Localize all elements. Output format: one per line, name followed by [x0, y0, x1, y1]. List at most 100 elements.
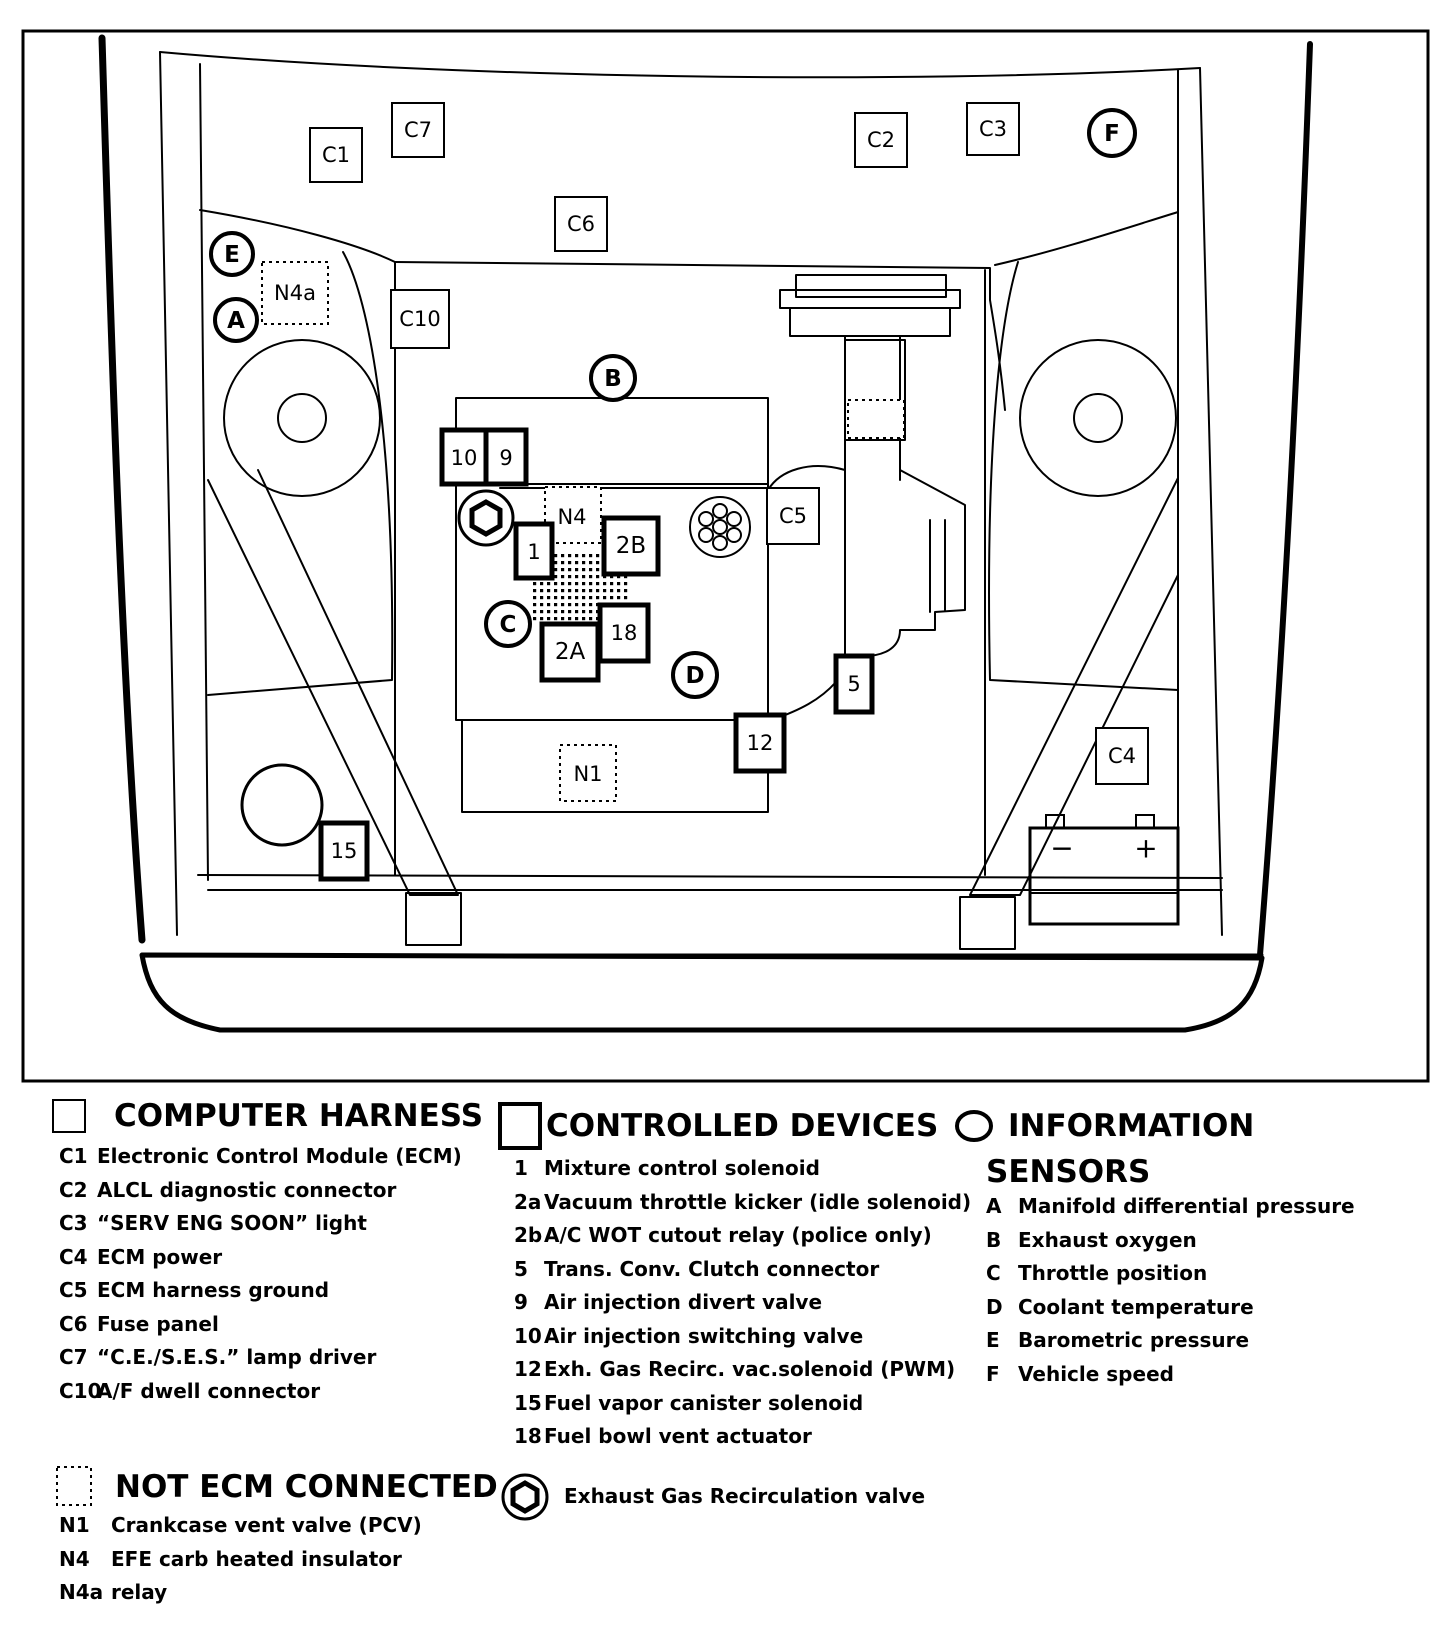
legend-item-text: Vacuum throttle kicker (idle solenoid): [544, 1189, 972, 1214]
thin-square-icon: [52, 1099, 86, 1133]
egr-valve-icon: [501, 1473, 549, 1521]
grommet-hole: [712, 519, 728, 535]
cowl-lower-edge: [199, 209, 396, 263]
label-N4: N4: [557, 505, 586, 529]
label-device-2A: 2A: [555, 639, 586, 665]
legend-item-code: D: [986, 1294, 1003, 1319]
box-C4: [1095, 727, 1149, 785]
legend-item-text: Crankcase vent valve (PCV): [111, 1513, 422, 1537]
legend-egr-text: Exhaust Gas Recirculation valve: [564, 1484, 926, 1509]
legend-item-code: A: [986, 1194, 1002, 1218]
legend-item: C5 ECM harness ground: [59, 1274, 483, 1308]
box-C3: [966, 102, 1020, 156]
legend-item-text: ECM harness ground: [97, 1278, 330, 1302]
box-device-2B: [601, 515, 661, 577]
legend-item-text: Air injection divert valve: [544, 1290, 823, 1314]
legend-item-code: C2: [59, 1177, 88, 1202]
diagram-frame: [21, 29, 1430, 1083]
legend-item: 2bA/C WOT cutout relay (police only): [514, 1219, 971, 1253]
label-C10: C10: [399, 307, 440, 331]
battery-neg-post: [1045, 814, 1065, 829]
label-device-9: 9: [499, 446, 512, 470]
thick-square-icon: [498, 1102, 542, 1150]
sensor-B: [589, 354, 637, 402]
label-sensor-B: B: [604, 366, 622, 392]
legend-item-code: N4a: [59, 1580, 104, 1604]
left-strut-tower-outer: [223, 339, 381, 497]
cowl-top-line: [159, 51, 1201, 79]
legend-item-code: 15: [514, 1390, 542, 1415]
distributor-housing: [844, 469, 966, 658]
legend-item-text: ALCL diagnostic connector: [97, 1177, 397, 1202]
battery: [1028, 826, 1180, 926]
legend-item-code: C6: [59, 1311, 88, 1336]
air-cleaner-body: [779, 289, 961, 309]
legend-item-code: C3: [59, 1211, 88, 1235]
legend-item-text: Electronic Control Module (ECM): [97, 1144, 462, 1168]
legend-item-text: relay: [111, 1580, 168, 1604]
legend-item-text: “C.E./S.E.S.” lamp driver: [97, 1345, 377, 1369]
grommet-hole: [726, 527, 742, 543]
right-strut-tower-inner: [1073, 393, 1123, 443]
legend-item-text: Fuse panel: [97, 1311, 219, 1336]
legend-item-text: Mixture control solenoid: [544, 1156, 820, 1180]
label-device-18: 18: [611, 621, 638, 645]
air-duct-elbow: [844, 339, 906, 441]
left-inner-upright-2: [199, 63, 209, 881]
legend-title-controlled-devices: CONTROLLED DEVICES: [546, 1108, 939, 1144]
legend-item-code: 10: [514, 1323, 542, 1348]
box-device-12: [733, 712, 787, 774]
legend-item-text: Vehicle speed: [1018, 1361, 1174, 1386]
label-device-1: 1: [527, 540, 540, 564]
left-brace-foot: [405, 892, 462, 946]
battery-pos-post: [1135, 814, 1155, 829]
vapor-canister: [240, 763, 324, 847]
legend-title-information-sensors-line2: SENSORS: [986, 1154, 1151, 1190]
sensor-E: [209, 231, 255, 277]
legend-item-text: Throttle position: [1018, 1261, 1208, 1285]
dotted-square-icon: [56, 1466, 92, 1506]
legend-item-text: EFE carb heated insulator: [111, 1546, 402, 1571]
legend-item-text: Fuel vapor canister solenoid: [544, 1390, 864, 1415]
box-N4a: [261, 261, 329, 325]
legend-item-code: 5: [514, 1256, 528, 1281]
box-N1: [559, 744, 617, 802]
box-C6: [554, 196, 608, 252]
right-inner-upright: [1199, 67, 1223, 936]
legend-item-code: C5: [59, 1278, 88, 1302]
box-device-2A: [539, 621, 601, 683]
box-device-15: [318, 820, 370, 882]
legend-item: C6 Fuse panel: [59, 1308, 483, 1342]
legend-item: N4a relay: [59, 1576, 498, 1610]
right-strut-tower-outer: [1019, 339, 1177, 497]
legend-item-code: C: [986, 1261, 1001, 1285]
legend-item: C3“SERV ENG SOON” light: [59, 1207, 483, 1241]
grommet-hole: [712, 535, 728, 551]
label-device-2B: 2B: [616, 533, 646, 559]
legend-item-code: C4: [59, 1244, 88, 1269]
label-N1: N1: [573, 762, 602, 786]
label-device-10: 10: [451, 446, 478, 470]
label-sensor-E: E: [224, 242, 240, 268]
label-C3: C3: [979, 117, 1007, 141]
grommet-hole: [698, 511, 714, 527]
label-N4a: N4a: [274, 281, 316, 305]
grommet-hole: [712, 503, 728, 519]
label-C4: C4: [1108, 744, 1136, 768]
grommet-hole: [698, 527, 714, 543]
